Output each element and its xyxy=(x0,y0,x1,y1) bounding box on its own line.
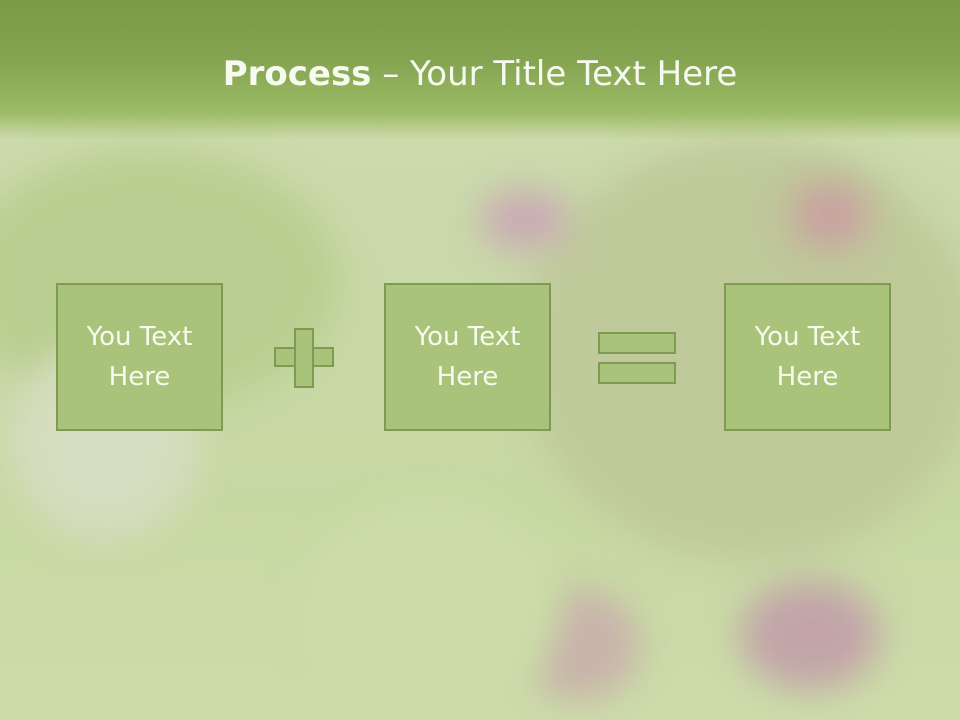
background-path xyxy=(300,500,560,720)
background-flower xyxy=(740,580,880,690)
box-text-line1: You Text xyxy=(414,322,521,352)
plus-icon xyxy=(274,328,334,388)
background-flower xyxy=(790,180,870,250)
box-text-line2: Here xyxy=(108,362,171,392)
box-text-line2: Here xyxy=(776,362,839,392)
equals-icon xyxy=(598,332,676,384)
title-band xyxy=(0,0,960,140)
title-rest: – Your Title Text Here xyxy=(371,54,738,94)
title-bold: Process xyxy=(222,54,372,94)
box-text-line1: You Text xyxy=(754,322,861,352)
plus-center xyxy=(296,349,312,365)
box-text-line1: You Text xyxy=(86,322,193,352)
slide-title: Process – Your Title Text Here xyxy=(0,52,960,96)
background-flower xyxy=(480,190,570,250)
box-text-line2: Here xyxy=(436,362,499,392)
equals-top-bar xyxy=(598,332,676,354)
equals-bottom-bar xyxy=(598,362,676,384)
